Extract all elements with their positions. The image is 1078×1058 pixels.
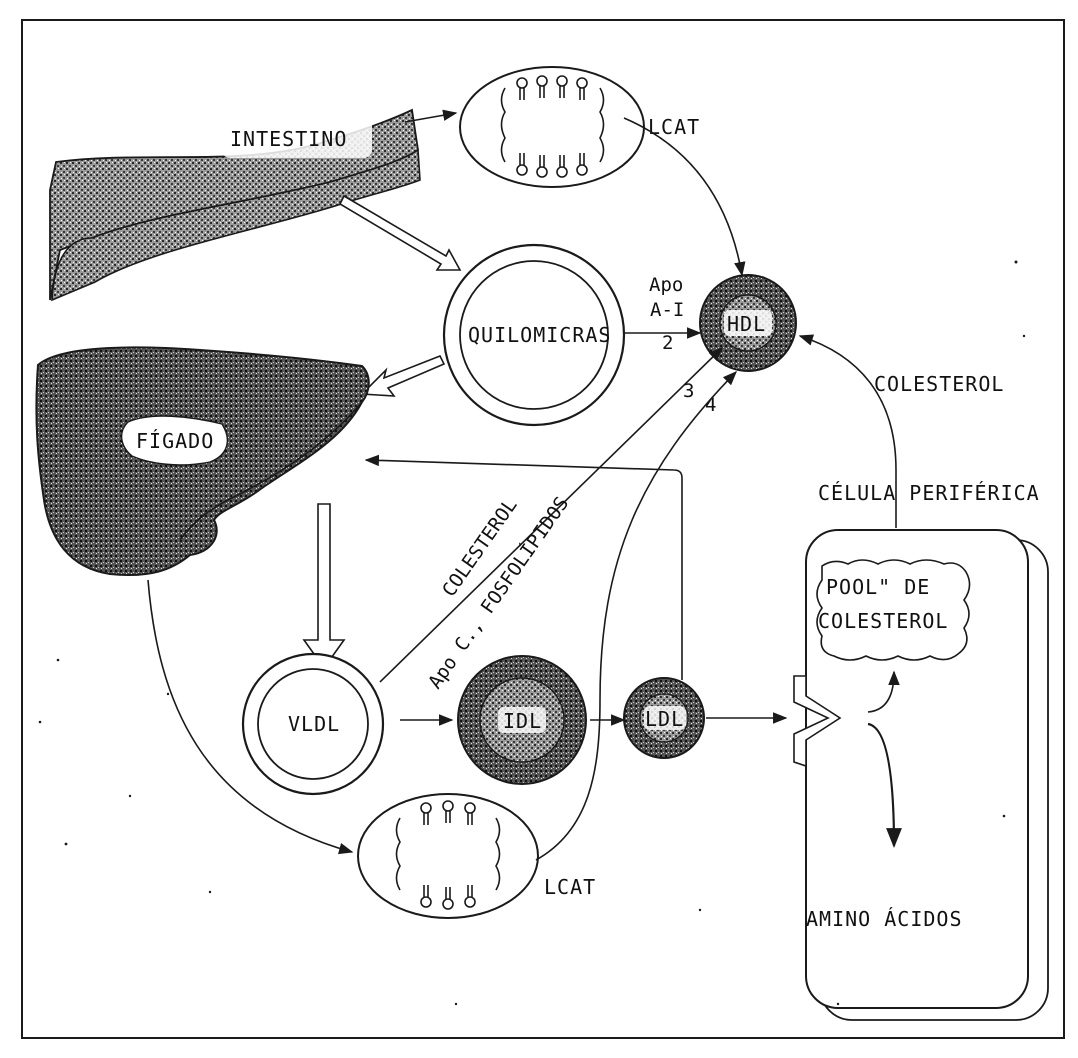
peripheral-cell-label: CÉLULA PERIFÉRICA [818, 481, 1040, 505]
idl-label: IDL [503, 709, 542, 733]
phospholipid-disc-icon [358, 794, 538, 918]
apo-label-line2: A-I [650, 299, 684, 321]
vldl-label: VLDL [288, 712, 340, 736]
step-2-label: 2 [662, 332, 673, 354]
hollow-arrow-chylomicrons-to-liver [362, 356, 444, 396]
ldl-label: LDL [645, 707, 684, 731]
hdl-label: HDL [727, 312, 766, 336]
intestine-label: INTESTINO [230, 127, 347, 151]
hollow-arrow-intestine-to-chylomicrons [340, 196, 460, 270]
chylomicrons-label: QUILOMICRAS [468, 323, 611, 347]
lcat-bottom-label: LCAT [544, 875, 596, 899]
pool-label-line2: COLESTEROL [818, 609, 948, 633]
pool-label-line1: POOL" DE [826, 575, 930, 599]
apo-label-line1: Apo [649, 274, 683, 296]
amino-acids-label: AMINO ÁCIDOS [806, 907, 963, 931]
arrow-bottom-disc-to-hdl [536, 372, 736, 860]
liver-label: FÍGADO [136, 429, 214, 453]
phospholipid-disc-icon [460, 67, 644, 187]
cholesterol-right-label: COLESTEROL [874, 372, 1004, 396]
hollow-arrow-liver-to-vldl [304, 504, 344, 668]
step-3-label: 3 [683, 380, 694, 402]
